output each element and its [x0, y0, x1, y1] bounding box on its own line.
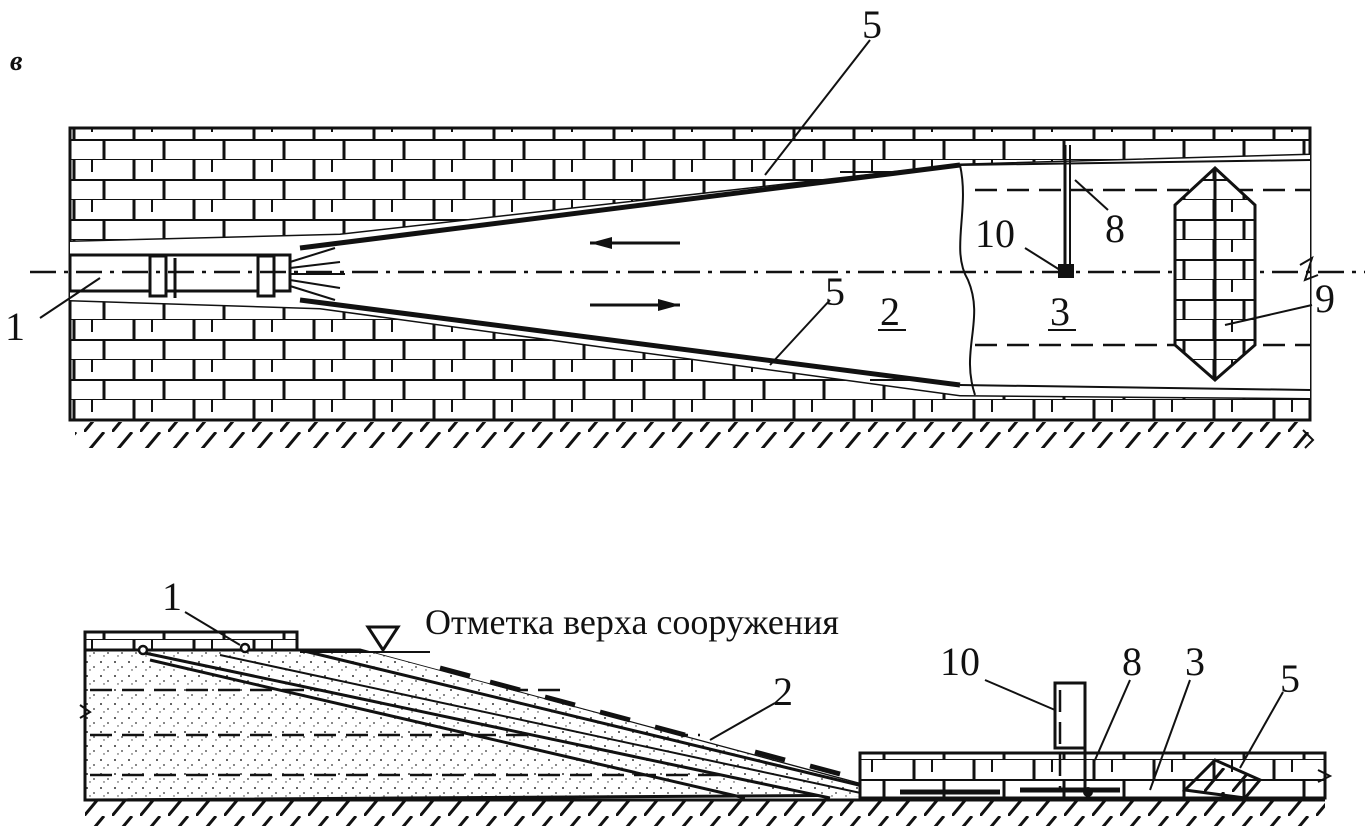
chamber-wall: [959, 164, 976, 396]
plan-label-3: 3: [1050, 289, 1070, 334]
diffuser-wall-bottom: [299, 297, 961, 388]
plan-view: 1 5 5 2 3 8 10 9: [5, 2, 1365, 449]
plan-label-1: 1: [5, 304, 25, 349]
flow-channel: [70, 155, 1310, 398]
plan-label-5-top: 5: [862, 2, 882, 47]
plan-label-5-bottom: 5: [825, 269, 845, 314]
plan-label-10: 10: [975, 211, 1015, 256]
plan-label-9: 9: [1315, 276, 1335, 321]
plan-label-2: 2: [880, 289, 900, 334]
section-label-5: 5: [1280, 656, 1300, 701]
section-label-8: 8: [1122, 639, 1142, 684]
section-label-2: 2: [773, 669, 793, 714]
section-ground: [85, 800, 1325, 826]
plan-label-8: 8: [1105, 206, 1125, 251]
jet-arrows: [289, 247, 345, 301]
section-label-1: 1: [162, 574, 182, 619]
section-label-3: 3: [1185, 639, 1205, 684]
flow-arrows: [590, 171, 930, 381]
slope-flow-arrows: [439, 665, 841, 777]
end-block-5: [1181, 758, 1263, 800]
figure-letter: в: [10, 46, 23, 77]
block-10: [1058, 264, 1074, 278]
plan-ground: [75, 422, 1310, 448]
crest-slab: [83, 630, 299, 652]
diffuser-wall-top: [299, 162, 961, 251]
section-label-10: 10: [940, 639, 980, 684]
crest-level-marker: [365, 625, 401, 653]
section-view: Отметка верха сооружения 1 2 10 8 3 5: [79, 574, 1333, 826]
crest-level-label: Отметка верха сооружения: [425, 602, 839, 642]
